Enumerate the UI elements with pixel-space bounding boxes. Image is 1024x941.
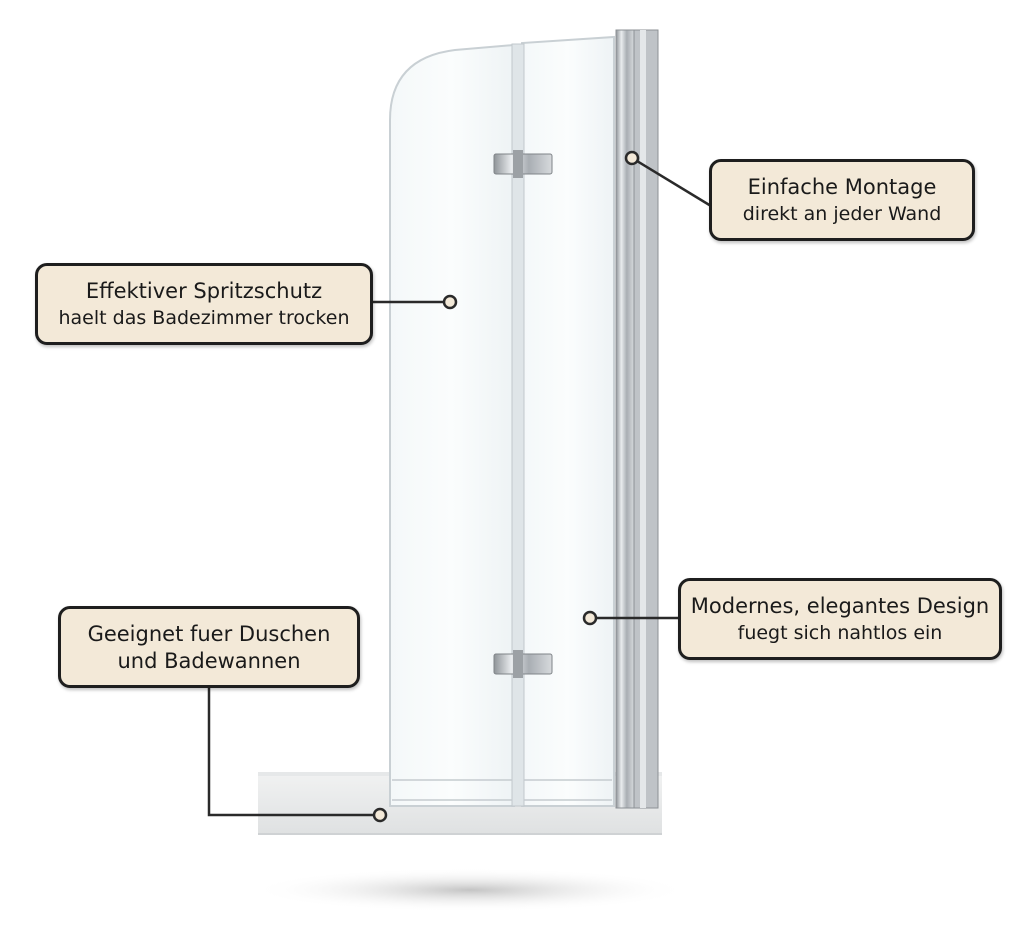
callout-design-title: Modernes, elegantes Design bbox=[690, 594, 990, 618]
marker-duschen bbox=[372, 807, 388, 823]
callout-spritzschutz: Effektiver Spritzschutz haelt das Badezi… bbox=[35, 263, 373, 345]
connector-duschen bbox=[207, 688, 374, 817]
connector-montage bbox=[631, 156, 712, 208]
floor-shadow bbox=[250, 868, 690, 912]
callout-duschen-subtitle: und Badewannen bbox=[117, 649, 301, 673]
hinge-top bbox=[493, 150, 553, 178]
panel-seam bbox=[511, 43, 525, 807]
callout-design-subtitle: fuegt sich nahtlos ein bbox=[737, 622, 943, 644]
glass-panel-left bbox=[389, 43, 515, 807]
marker-design bbox=[582, 610, 598, 626]
marker-spritzschutz bbox=[442, 294, 458, 310]
callout-duschen-title: Geeignet fuer Duschen bbox=[87, 622, 331, 646]
callout-spritzschutz-subtitle: haelt das Badezimmer trocken bbox=[58, 307, 350, 329]
hinge-bottom bbox=[493, 650, 553, 678]
glass-panel-right bbox=[521, 35, 615, 807]
wall-profile bbox=[615, 29, 635, 809]
callout-montage-subtitle: direkt an jeder Wand bbox=[742, 203, 942, 225]
marker-montage bbox=[624, 150, 640, 166]
callout-montage-title: Einfache Montage bbox=[747, 175, 937, 199]
callout-duschen: Geeignet fuer Duschen und Badewannen bbox=[58, 606, 360, 688]
callout-spritzschutz-title: Effektiver Spritzschutz bbox=[85, 279, 323, 303]
callout-montage: Einfache Montage direkt an jeder Wand bbox=[709, 159, 975, 241]
callout-design: Modernes, elegantes Design fuegt sich na… bbox=[678, 578, 1002, 660]
